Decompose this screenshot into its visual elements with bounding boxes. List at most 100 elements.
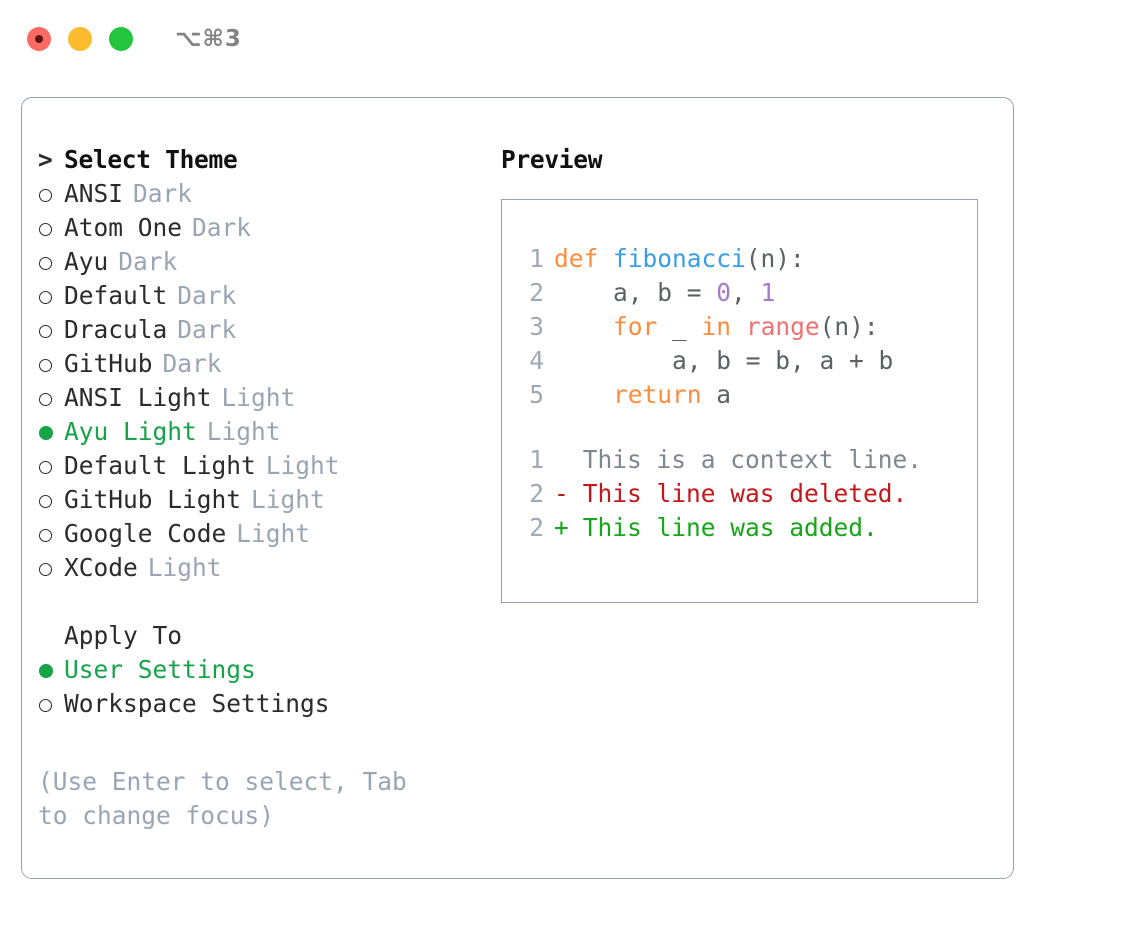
code-line: 3 for _ in range(n): (520, 310, 977, 344)
theme-variant-tag: Light (206, 417, 281, 446)
theme-name-label: XCode (64, 553, 138, 582)
code-line: 2 a, b = 0, 1 (520, 276, 977, 310)
diff-text: This line was added. (568, 513, 878, 542)
radio-unselected-icon[interactable] (38, 315, 64, 349)
radio-unselected-icon[interactable] (38, 281, 64, 315)
code-token: in (701, 312, 732, 341)
diff-sign: - (554, 479, 569, 508)
radio-unselected-icon[interactable] (38, 485, 64, 519)
keyboard-shortcut-label: ⌥⌘3 (175, 26, 242, 52)
line-number: 2 (529, 513, 544, 542)
close-button-icon[interactable] (27, 27, 51, 51)
theme-list-item[interactable]: ANSI Light Light (38, 381, 488, 415)
theme-name-label: Default Light (64, 451, 256, 480)
line-number: 1 (529, 244, 544, 273)
theme-variant-tag: Light (147, 553, 222, 582)
theme-list-item[interactable]: Atom One Dark (38, 211, 488, 245)
line-number: 4 (529, 346, 544, 375)
hint-spacer (38, 721, 488, 759)
code-token: def (554, 244, 614, 273)
radio-unselected-icon[interactable] (38, 451, 64, 485)
theme-name-label: Ayu (64, 247, 109, 276)
radio-unselected-icon[interactable] (38, 519, 64, 553)
apply-to-heading-label: Apply To (64, 621, 183, 650)
code-token: a, b = (554, 278, 717, 307)
select-theme-heading: > Select Theme (38, 143, 488, 177)
apply-to-option[interactable]: User Settings (38, 653, 488, 687)
diff-sign: + (554, 513, 569, 542)
theme-list-item[interactable]: Ayu Dark (38, 245, 488, 279)
theme-list-item[interactable]: XCode Light (38, 551, 488, 585)
preview-title: Preview (501, 145, 603, 174)
line-number: 3 (529, 312, 544, 341)
cursor-caret-icon: > (38, 145, 53, 174)
code-line: 4 a, b = b, a + b (520, 344, 977, 378)
theme-name-label: ANSI Light (64, 383, 212, 412)
radio-unselected-icon[interactable] (38, 179, 64, 213)
theme-name-label: GitHub Light (64, 485, 242, 514)
apply-to-option[interactable]: Workspace Settings (38, 687, 488, 721)
code-token (731, 312, 746, 341)
radio-selected-icon[interactable] (38, 654, 64, 688)
line-number: 1 (529, 445, 544, 474)
apply-to-marker: > (38, 619, 64, 653)
code-token: a, b = b, a + b (554, 346, 894, 375)
diff-line: 2- This line was deleted. (520, 477, 977, 511)
theme-name-label: Google Code (64, 519, 227, 548)
radio-unselected-icon[interactable] (38, 689, 64, 723)
line-number: 2 (529, 479, 544, 508)
code-token: 1 (760, 278, 776, 307)
title-bar: ⌥⌘3 (0, 0, 1140, 78)
maximize-button-icon[interactable] (109, 27, 133, 51)
recording-indicator-dot (35, 35, 43, 43)
radio-unselected-icon[interactable] (38, 553, 64, 587)
theme-variant-tag: Light (221, 383, 296, 412)
code-token (554, 312, 613, 341)
radio-unselected-icon[interactable] (38, 247, 64, 281)
theme-list-item[interactable]: Default Light Light (38, 449, 488, 483)
theme-variant-tag: Dark (177, 315, 237, 344)
code-token: (n): (745, 244, 805, 273)
radio-unselected-icon[interactable] (38, 383, 64, 417)
theme-variant-tag: Light (265, 451, 340, 480)
diff-line: 2 + This line was added. (520, 511, 977, 545)
code-token: 0 (716, 278, 732, 307)
select-theme-heading-label: Select Theme (64, 145, 238, 174)
code-line: 5 return a (520, 378, 977, 412)
theme-variant-tag: Light (251, 485, 325, 514)
keyboard-hint-text: (Use Enter to select, Tab to change focu… (38, 767, 407, 830)
theme-name-label: Default (64, 281, 168, 310)
apply-to-option-label: Workspace Settings (64, 689, 330, 718)
diff-line: 1 This is a context line. (520, 443, 977, 477)
theme-variant-tag: Dark (192, 213, 252, 242)
diff-text: This is a context line. (568, 445, 923, 474)
code-token (554, 380, 613, 409)
minimize-button-icon[interactable] (68, 27, 92, 51)
theme-variant-tag: Dark (118, 247, 178, 276)
apply-to-option-label: User Settings (64, 655, 256, 684)
code-token: a (701, 380, 732, 409)
radio-unselected-icon[interactable] (38, 349, 64, 383)
radio-selected-icon[interactable] (38, 416, 64, 450)
code-token: _ (657, 312, 702, 341)
theme-list-item[interactable]: GitHub Light Light (38, 483, 488, 517)
list-spacer (38, 585, 488, 619)
radio-unselected-icon[interactable] (38, 213, 64, 247)
code-token: return (613, 380, 702, 409)
code-token: , (731, 278, 761, 307)
code-token: for (613, 312, 658, 341)
theme-name-label: Atom One (64, 213, 183, 242)
apply-to-heading: > Apply To (38, 619, 488, 653)
